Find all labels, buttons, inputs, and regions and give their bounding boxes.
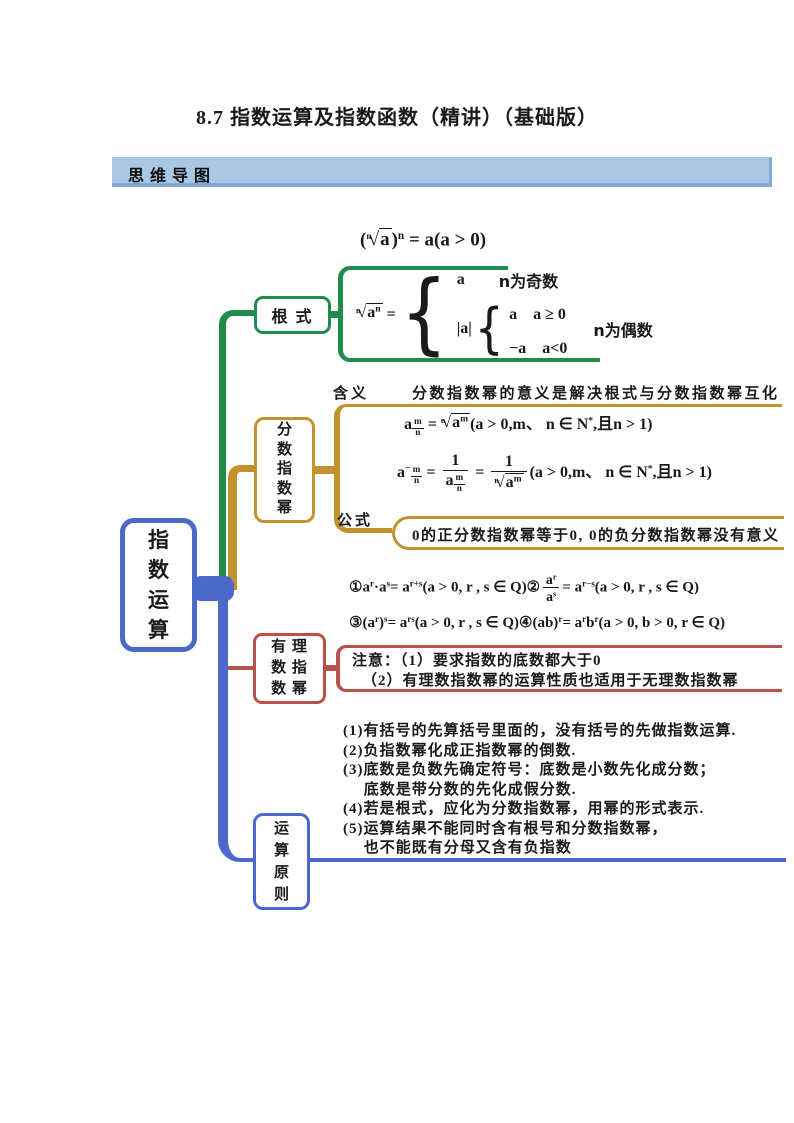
- node-fractional-exponent-label: 分数指数幂: [276, 422, 292, 517]
- fractional-bracket-bottom-line: [334, 466, 392, 533]
- inner-brace-glyph: {: [474, 297, 504, 361]
- node-operation-principles-label: 运算原则: [273, 820, 289, 903]
- odd-case-value: a: [456, 271, 465, 288]
- banner-label: 思维导图: [128, 168, 217, 185]
- odd-case-condition: n为奇数: [498, 272, 559, 291]
- radical-cases-lhs: n√an =: [356, 302, 396, 323]
- odd-case-row: a n为奇数: [457, 268, 653, 292]
- node-fractional-exponent: 分数指数幂: [254, 417, 315, 523]
- section-banner: 思维导图: [112, 157, 772, 187]
- rational-formula-line-2: ③(ar)s= ars(a > 0, r , s ∈ Q)④(ab)r= arb…: [349, 614, 726, 631]
- radical-cases-formula: n√an = { a n为奇数 |a| { a a ≥ 0 −a a<0 n为偶…: [356, 268, 653, 358]
- node-exponent-operations: 指数运算: [120, 518, 197, 652]
- fractional-node-stub: [313, 466, 334, 474]
- even-case-row: |a| { a a ≥ 0 −a a<0 n为偶数: [457, 300, 653, 358]
- formula-label: 公式: [337, 513, 374, 529]
- rational-note-line-2: （2）有理数指数幂的运算性质也适用于无理数指数幂: [362, 673, 739, 689]
- even-subcase-2: −a a<0: [509, 340, 568, 357]
- node-rational-exponent: 有 理 数 指 数 幂: [253, 633, 326, 704]
- zero-rule-pill: [392, 516, 784, 550]
- trunk-connector-blue: [218, 590, 786, 862]
- even-subcase-1: a a ≥ 0: [509, 306, 566, 323]
- zero-rule-text: 0的正分数指数幂等于0, 0的负分数指数幂没有意义: [412, 528, 780, 544]
- fractional-branch-connector: [228, 465, 255, 590]
- rational-bracket-top-line: [336, 645, 782, 668]
- meaning-label: 含义: [333, 386, 370, 402]
- page-title: 8.7 指数运算及指数函数（精讲）（基础版）: [196, 107, 598, 129]
- principles-text: (1)有括号的先算括号里面的，没有括号的先做指数运算. (2)负指数幂化成正指数…: [343, 723, 737, 856]
- radical-formula-top: (n√a)n = a(a > 0): [360, 228, 487, 251]
- rational-note-line-1: 注意：（1）要求指数的底数都大于0: [352, 653, 602, 669]
- node-radical: 根 式: [254, 296, 331, 334]
- radical-node-stub: [329, 311, 343, 318]
- radical-bracket-bottom-line: [338, 316, 600, 362]
- radical-branch-connector: [219, 310, 254, 590]
- node-radical-label: 根 式: [271, 309, 314, 326]
- outer-brace-glyph: {: [399, 260, 448, 364]
- rational-node-stub: [326, 665, 336, 671]
- abs-value: |a|: [456, 320, 472, 337]
- root-branch-stub: [192, 576, 234, 601]
- meaning-text: 分数指数幂的意义是解决根式与分数指数幂互化: [412, 386, 780, 402]
- rational-bracket-bottom-line: [336, 668, 782, 692]
- radical-bracket-top-line: [338, 266, 508, 316]
- fractional-bracket-top-line: [334, 404, 782, 466]
- node-rational-exponent-label: 有 理 数 指 数 幂: [271, 639, 308, 697]
- node-exponent-operations-label: 指数运算: [148, 528, 169, 642]
- even-case-condition: n为偶数: [593, 321, 653, 340]
- rational-left-connector: [228, 666, 253, 670]
- node-operation-principles: 运算原则: [253, 813, 310, 910]
